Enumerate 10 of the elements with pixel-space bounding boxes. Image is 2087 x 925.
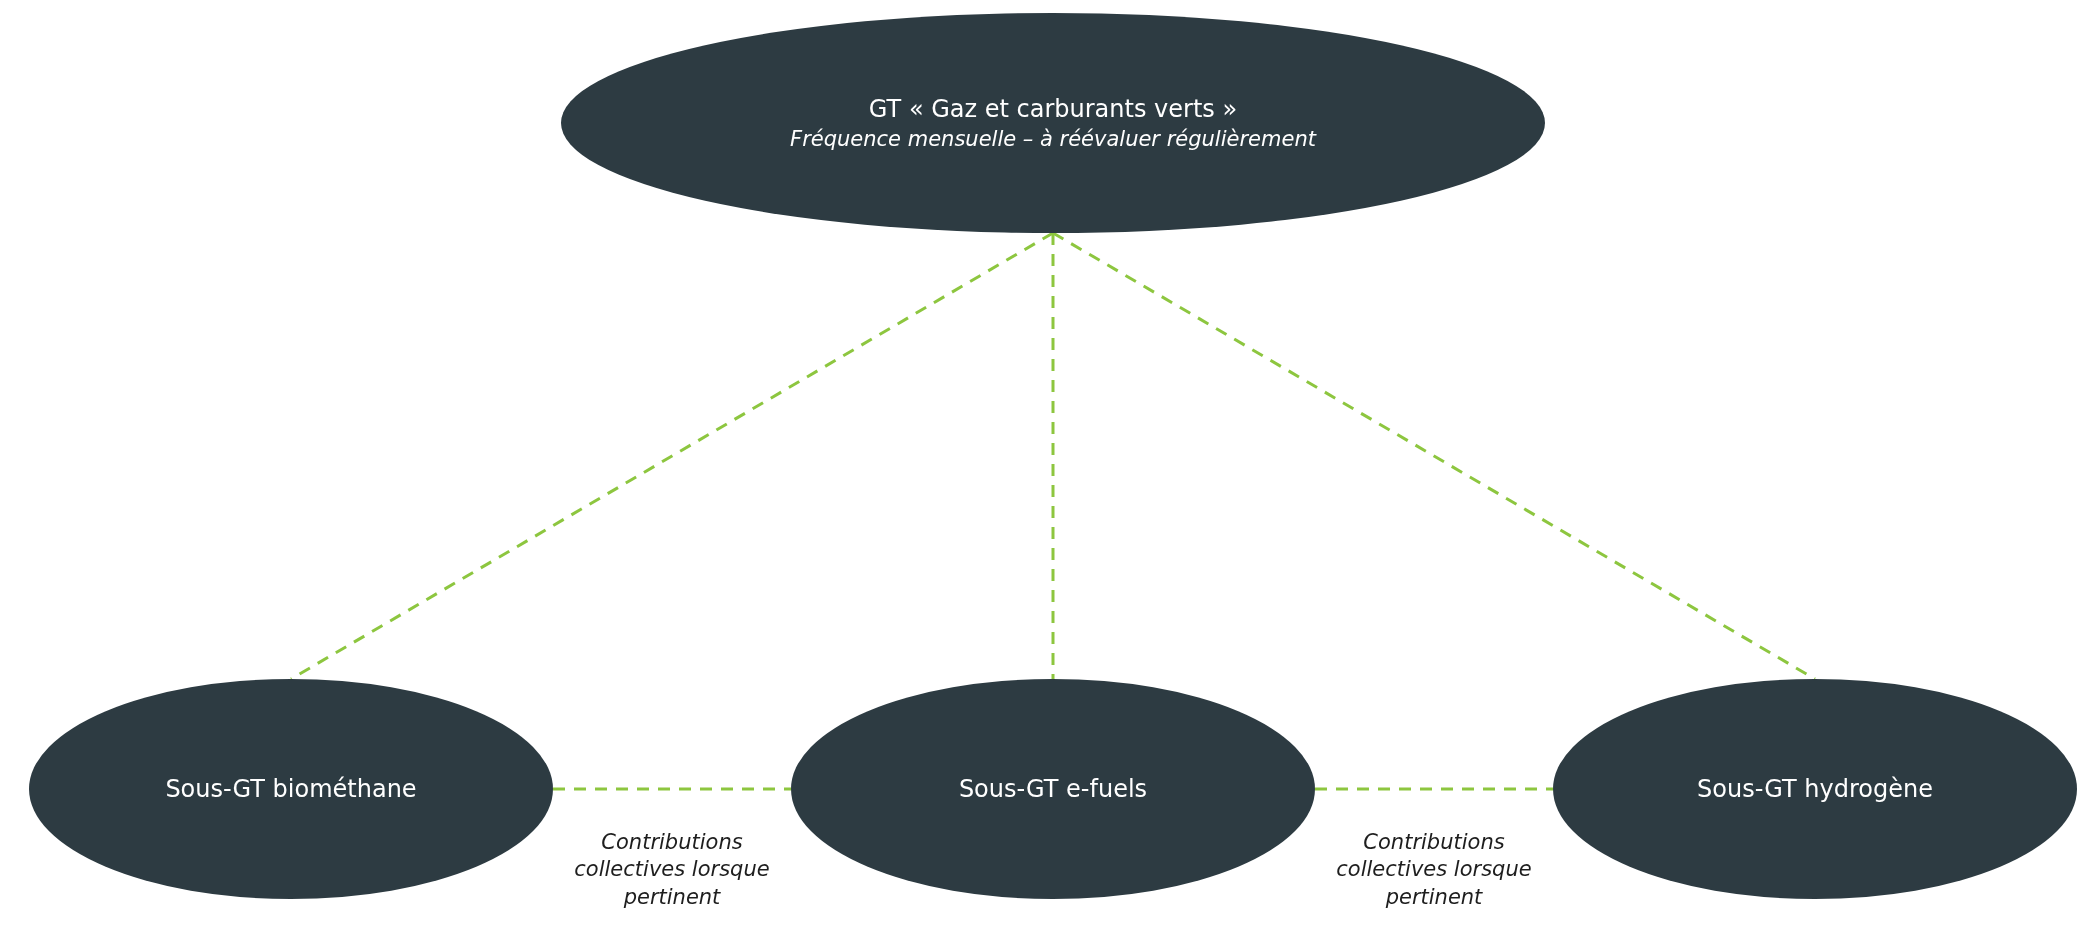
node-title: Sous-GT hydrogène bbox=[1697, 773, 1933, 805]
dashed-connector bbox=[553, 787, 791, 791]
node-title: GT « Gaz et carburants verts » bbox=[868, 93, 1238, 125]
dashed-connector bbox=[1315, 787, 1553, 791]
dashed-connector bbox=[1052, 231, 1816, 681]
dashed-connector bbox=[290, 231, 1054, 681]
node-subtitle: Fréquence mensuelle – à réévaluer régulièrement bbox=[790, 126, 1316, 153]
node-title: Sous-GT e-fuels bbox=[958, 773, 1148, 805]
dashed-connector bbox=[1051, 233, 1055, 679]
node-title: Sous-GT biométhane bbox=[165, 773, 417, 805]
